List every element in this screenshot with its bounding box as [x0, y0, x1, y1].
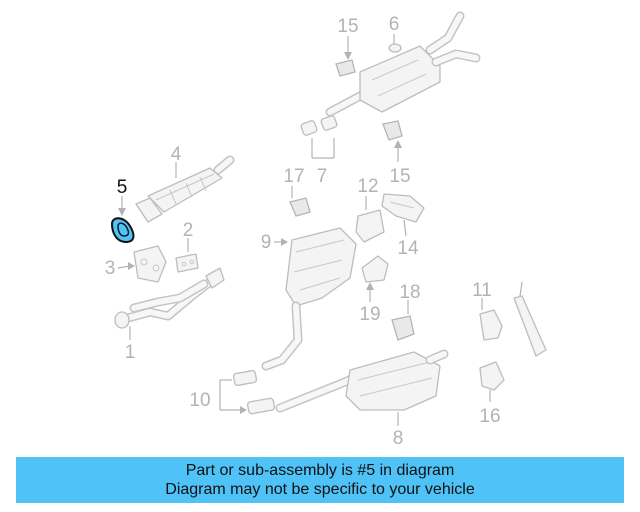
part-10-clamps[interactable] [232, 370, 276, 415]
part-11-insulator[interactable] [479, 309, 503, 341]
part-1-front-pipe[interactable] [114, 267, 225, 329]
part-5-gasket-highlighted[interactable] [110, 217, 135, 244]
callout-16: 16 [479, 406, 500, 427]
part-18-hanger[interactable] [391, 315, 415, 341]
part-15-hanger-upper[interactable] [335, 59, 356, 77]
callout-10: 10 [189, 390, 210, 411]
part-17-hanger[interactable] [289, 197, 311, 217]
part-4-catalytic-converter[interactable] [135, 155, 235, 223]
part-13-heat-shield[interactable] [513, 295, 547, 357]
callout-17: 17 [283, 166, 304, 187]
callout-8: 8 [393, 428, 404, 449]
callout-5-highlighted: 5 [117, 177, 128, 198]
callout-4: 4 [171, 144, 182, 165]
callout-3: 3 [105, 258, 116, 279]
exhaust-parts-diagram: 15 6 15 7 17 4 5 2 3 1 9 12 14 19 18 11 … [105, 11, 547, 449]
part-7-clamps[interactable] [300, 115, 338, 136]
part-8-rear-muffler[interactable] [275, 349, 449, 413]
callout-6: 6 [389, 14, 400, 35]
part-14-heat-shield[interactable] [381, 193, 425, 223]
callout-11: 11 [472, 280, 492, 301]
part-16-bracket[interactable] [479, 361, 505, 391]
part-3-mount[interactable] [133, 245, 167, 283]
callout-12: 12 [357, 176, 378, 197]
leader-lines [117, 34, 523, 426]
part-12-bracket[interactable] [355, 209, 385, 243]
banner-line-1: Part or sub-assembly is #5 in diagram [185, 462, 455, 479]
part-9-center-muffler[interactable] [261, 227, 357, 371]
callout-1: 1 [125, 342, 136, 363]
part-info-banner: Part or sub-assembly is #5 in diagram Di… [16, 457, 624, 503]
callout-15-lower: 15 [389, 166, 410, 187]
part-2-bracket[interactable] [175, 253, 199, 273]
callout-19: 19 [359, 304, 380, 325]
part-6-rear-muffler-assembly[interactable] [325, 11, 481, 117]
callout-7: 7 [317, 166, 328, 187]
callout-9: 9 [261, 232, 272, 253]
part-15-hanger-lower[interactable] [382, 120, 403, 141]
callout-2: 2 [183, 220, 194, 241]
callout-15-upper: 15 [337, 16, 358, 37]
callout-18: 18 [399, 282, 420, 303]
callout-14: 14 [397, 238, 419, 259]
part-19-bracket[interactable] [361, 255, 389, 283]
banner-line-2: Diagram may not be specific to your vehi… [165, 481, 475, 498]
